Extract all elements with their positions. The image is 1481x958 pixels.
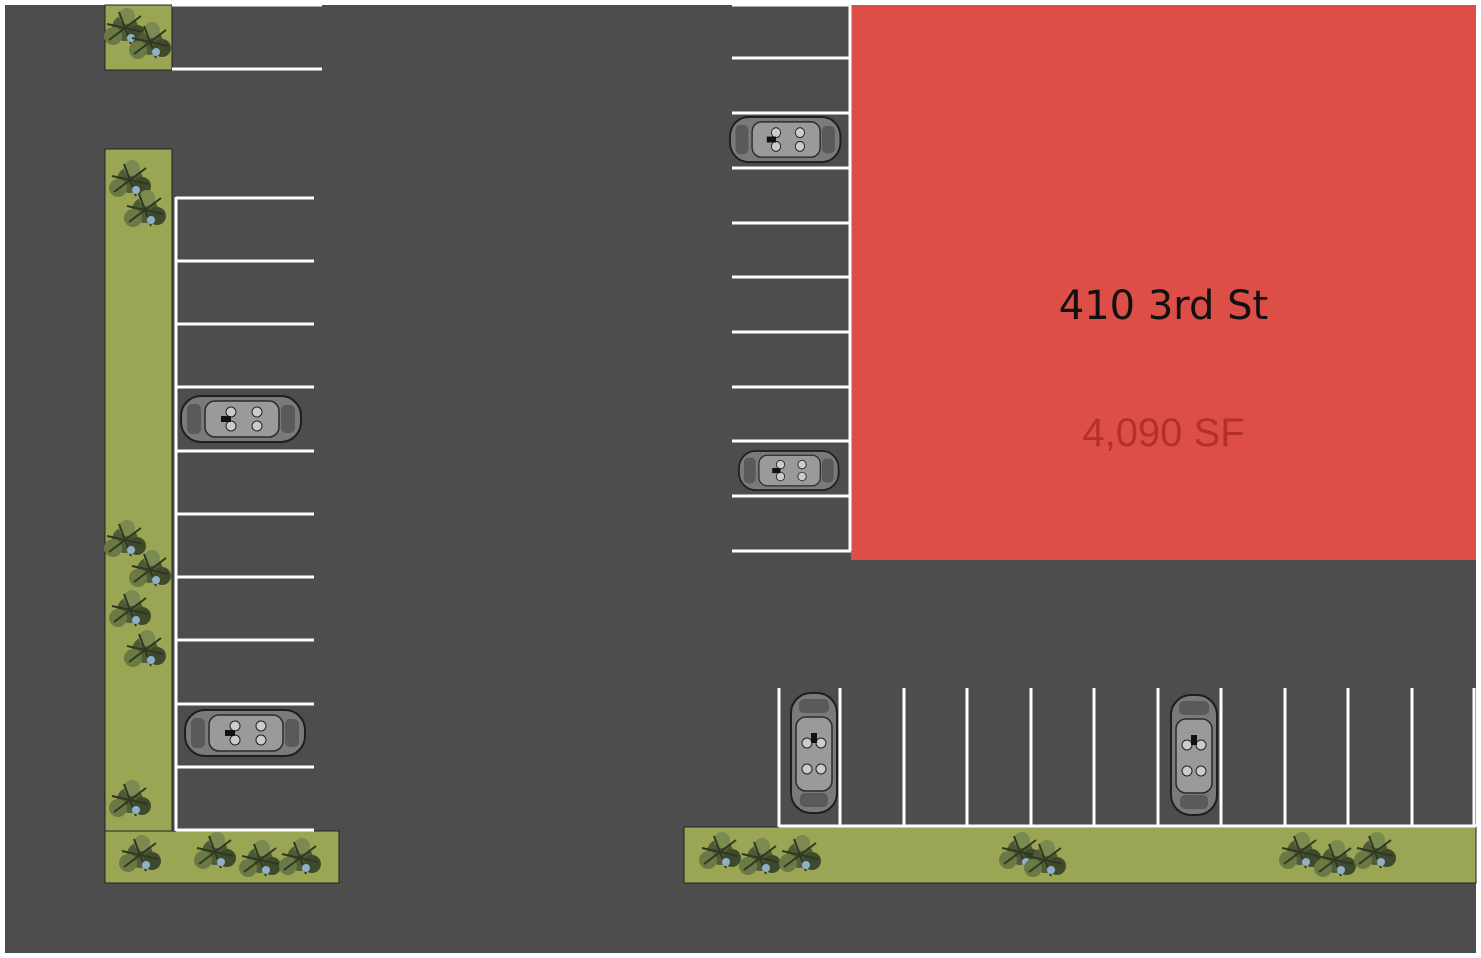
car-top-view-icon [180, 395, 302, 443]
building-footprint[interactable]: 410 3rd St 4,090 SF [851, 5, 1476, 560]
building-address-label: 410 3rd St [1058, 283, 1269, 329]
car-top-view-icon [1170, 694, 1218, 816]
planting-strip-left [104, 148, 173, 884]
car-top-view-icon [729, 116, 842, 164]
building-parking-stripes [732, 3, 852, 553]
parked-cars [180, 116, 1218, 816]
car-top-view-icon [184, 709, 306, 757]
car-top-view-icon [790, 692, 838, 814]
building-area-label: 4,090 SF [1082, 411, 1245, 455]
car-top-view-icon [738, 450, 840, 491]
bottom-parking-stripes [777, 688, 1476, 828]
left-parking-stripes [172, 3, 322, 832]
